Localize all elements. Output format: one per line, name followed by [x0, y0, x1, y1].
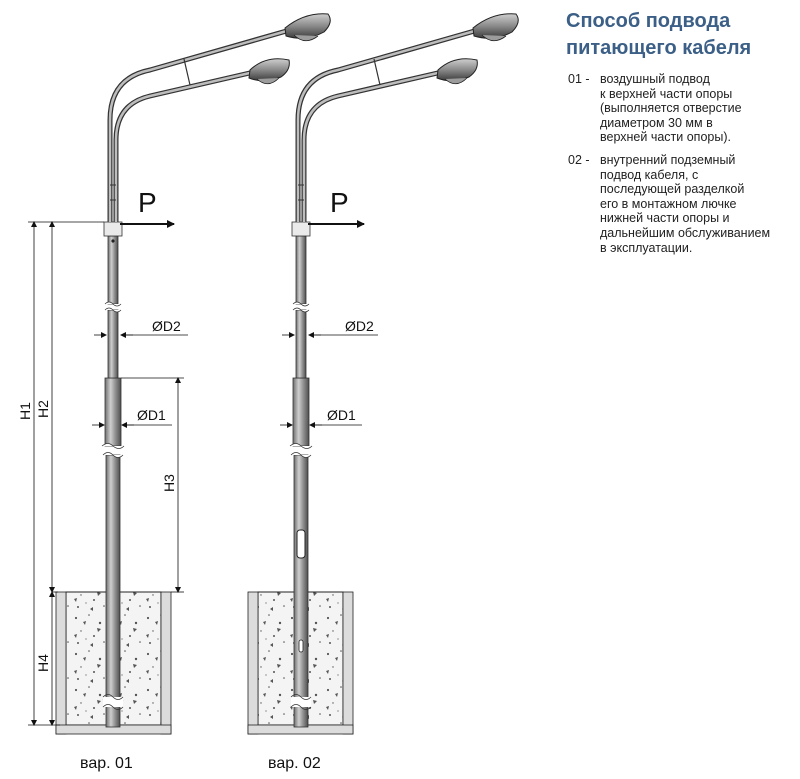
d1-label-01: ØD1 [137, 407, 166, 423]
variant-01-drawing: P ØD2 ØD1 H1 H2 H3 [17, 13, 331, 772]
lamp-lower-01 [248, 58, 290, 85]
variant-02-drawing: P ØD2 ØD1 вар. 02 [247, 13, 519, 772]
title-line-2: питающего кабеля [566, 37, 752, 59]
d1-label-02: ØD1 [327, 407, 356, 423]
note-number: 02 - [568, 152, 590, 167]
pole-lower-01 [105, 454, 121, 728]
service-hatch [296, 529, 306, 559]
notes-list: 01 - воздушный подвод к верхней части оп… [568, 72, 798, 263]
bracket-02 [295, 27, 479, 222]
lamp-upper-02 [472, 13, 519, 42]
note-number: 01 - [568, 72, 590, 86]
force-label-02: P [330, 187, 349, 218]
h2-dimension [49, 221, 58, 593]
title-line-1: Способ подвода [566, 10, 731, 32]
note-02: 02 - внутренний подземный подвод кабеля,… [568, 153, 798, 255]
h1-label: H1 [17, 402, 33, 420]
pole-middle-01 [104, 377, 122, 447]
cable-entry [298, 639, 304, 653]
variant-02-label: вар. 02 [268, 755, 321, 772]
note-text: внутренний подземный подвод кабеля, с по… [600, 152, 771, 255]
d2-label-01: ØD2 [152, 318, 181, 334]
d2-label-02: ØD2 [345, 318, 374, 334]
bracket-01 [107, 27, 291, 222]
h4-label: H4 [35, 654, 51, 672]
h3-label: H3 [161, 474, 177, 492]
force-label-01: P [138, 187, 157, 218]
variant-01-label: вар. 01 [80, 755, 133, 772]
pole-middle-02 [292, 377, 310, 447]
note-text: воздушный подвод к верхней части опоры (… [600, 72, 742, 145]
note-01: 01 - воздушный подвод к верхней части оп… [568, 72, 798, 145]
lamp-upper-01 [284, 13, 331, 42]
pole-upper-01 [107, 309, 119, 379]
pole-upper-02 [295, 309, 307, 379]
h3-dimension [121, 377, 184, 593]
diagram-title: Способ подвода питающего кабеля [566, 8, 796, 62]
lamp-lower-02 [436, 58, 478, 85]
h2-label: H2 [35, 400, 51, 418]
pole-lower-02 [293, 454, 309, 728]
